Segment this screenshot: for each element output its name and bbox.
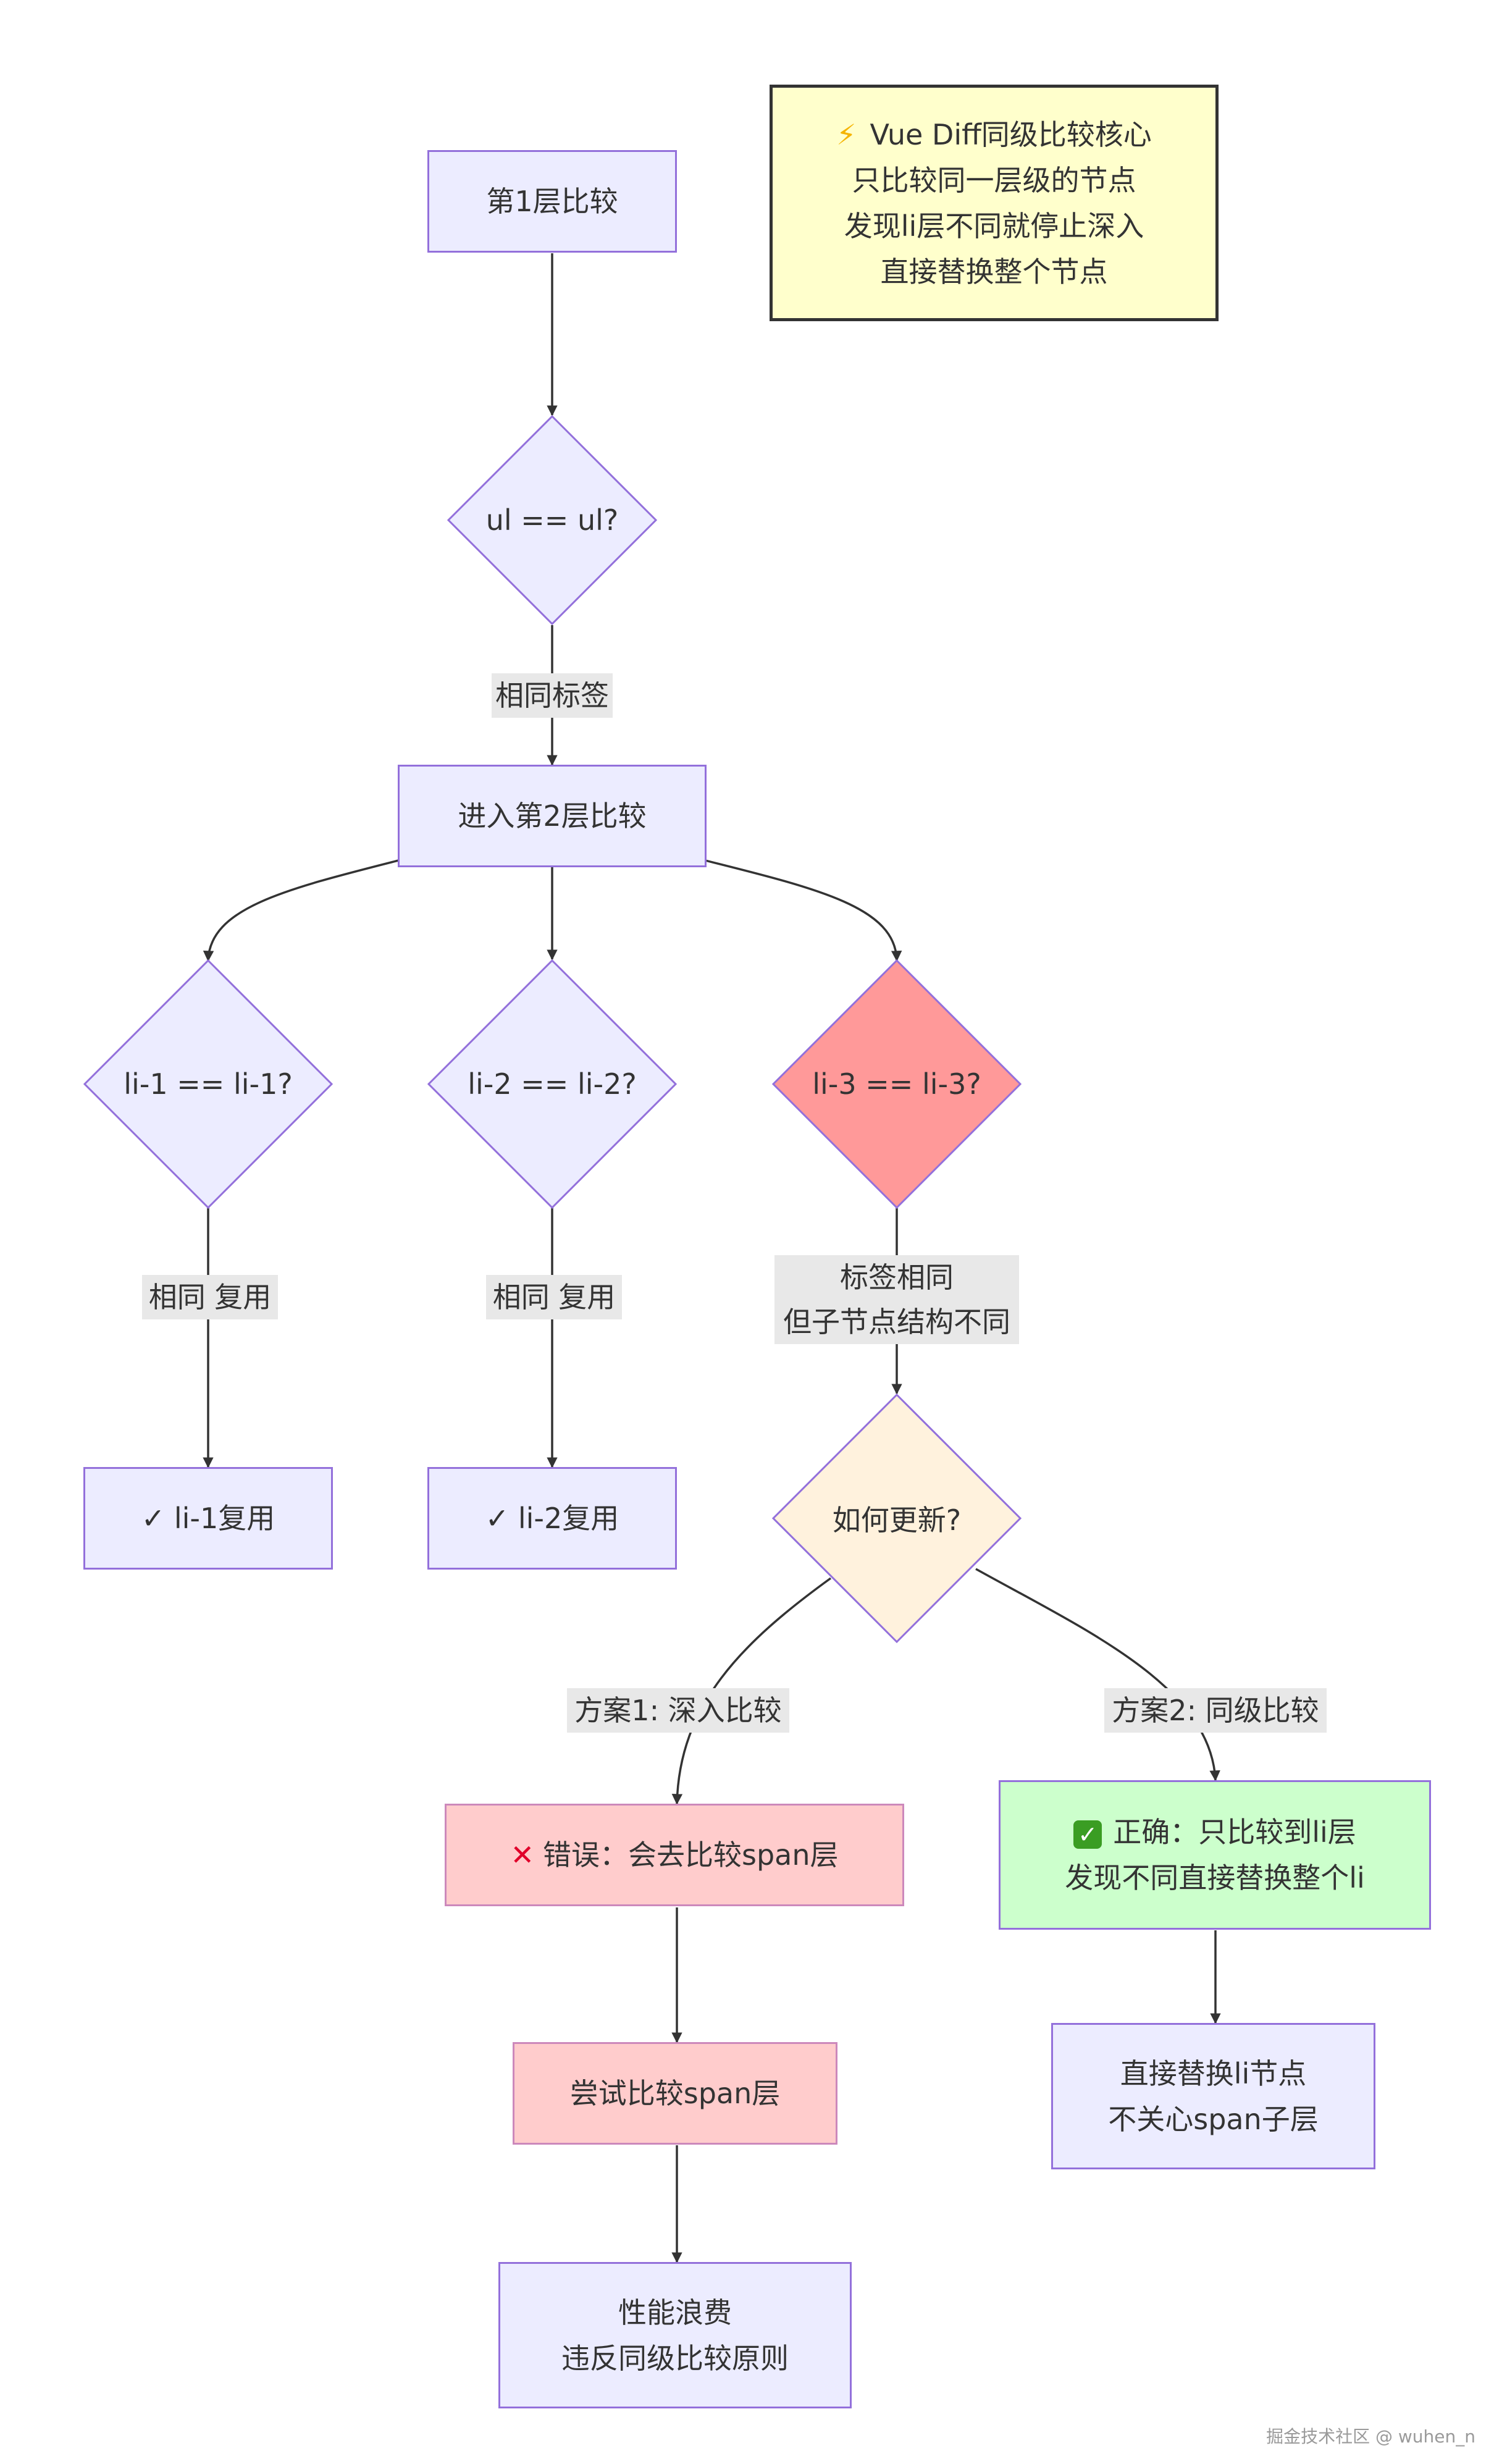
edge-label-tag-same: 标签相同 但子节点结构不同 bbox=[774, 1255, 1019, 1344]
level2-node: 进入第2层比较 bbox=[398, 765, 707, 867]
waste-node: 性能浪费 违反同级比较原则 bbox=[498, 2262, 852, 2408]
watermark: 掘金技术社区 @ wuhen_n bbox=[1266, 2426, 1475, 2447]
edge-label-reuse-2: 相同 复用 bbox=[486, 1275, 622, 1319]
level1-node: 第1层比较 bbox=[427, 150, 677, 253]
check-mark-button-icon: ✓ bbox=[1073, 1820, 1102, 1849]
how-update-diamond: 如何更新? bbox=[772, 1394, 1022, 1643]
wrong-node: ✕错误：会去比较span层 bbox=[445, 1804, 904, 1906]
edge-level2-to-li3 bbox=[705, 859, 902, 962]
li1-check-diamond: li-1 == li-1? bbox=[83, 959, 333, 1209]
ul-check-diamond: ul == ul? bbox=[447, 415, 657, 625]
edge-label-reuse-1: 相同 复用 bbox=[142, 1275, 278, 1319]
edge-level2-to-li1 bbox=[203, 859, 399, 962]
cross-mark-icon: ✕ bbox=[510, 1838, 535, 1872]
li2-reuse-node: ✓ li-2复用 bbox=[427, 1467, 677, 1570]
correct-node: ✓正确：只比较到li层 发现不同直接替换整个li bbox=[999, 1780, 1431, 1930]
edge-label-same-tag: 相同标签 bbox=[492, 673, 613, 718]
try-span-node: 尝试比较span层 bbox=[513, 2042, 837, 2145]
lightning-icon: ⚡ bbox=[836, 117, 857, 151]
edge-how-to-correct bbox=[975, 1568, 1220, 1781]
core-note: ⚡Vue Diff同级比较核心 只比较同一层级的节点 发现li层不同就停止深入 … bbox=[770, 85, 1219, 321]
replace-li-node: 直接替换li节点 不关心span子层 bbox=[1051, 2023, 1375, 2169]
edge-label-plan1: 方案1: 深入比较 bbox=[567, 1688, 789, 1733]
li2-check-diamond: li-2 == li-2? bbox=[427, 959, 677, 1209]
edge-how-to-wrong bbox=[671, 1577, 832, 1805]
li3-check-diamond: li-3 == li-3? bbox=[772, 959, 1022, 1209]
edge-label-plan2: 方案2: 同级比较 bbox=[1104, 1688, 1327, 1733]
li1-reuse-node: ✓ li-1复用 bbox=[83, 1467, 333, 1570]
